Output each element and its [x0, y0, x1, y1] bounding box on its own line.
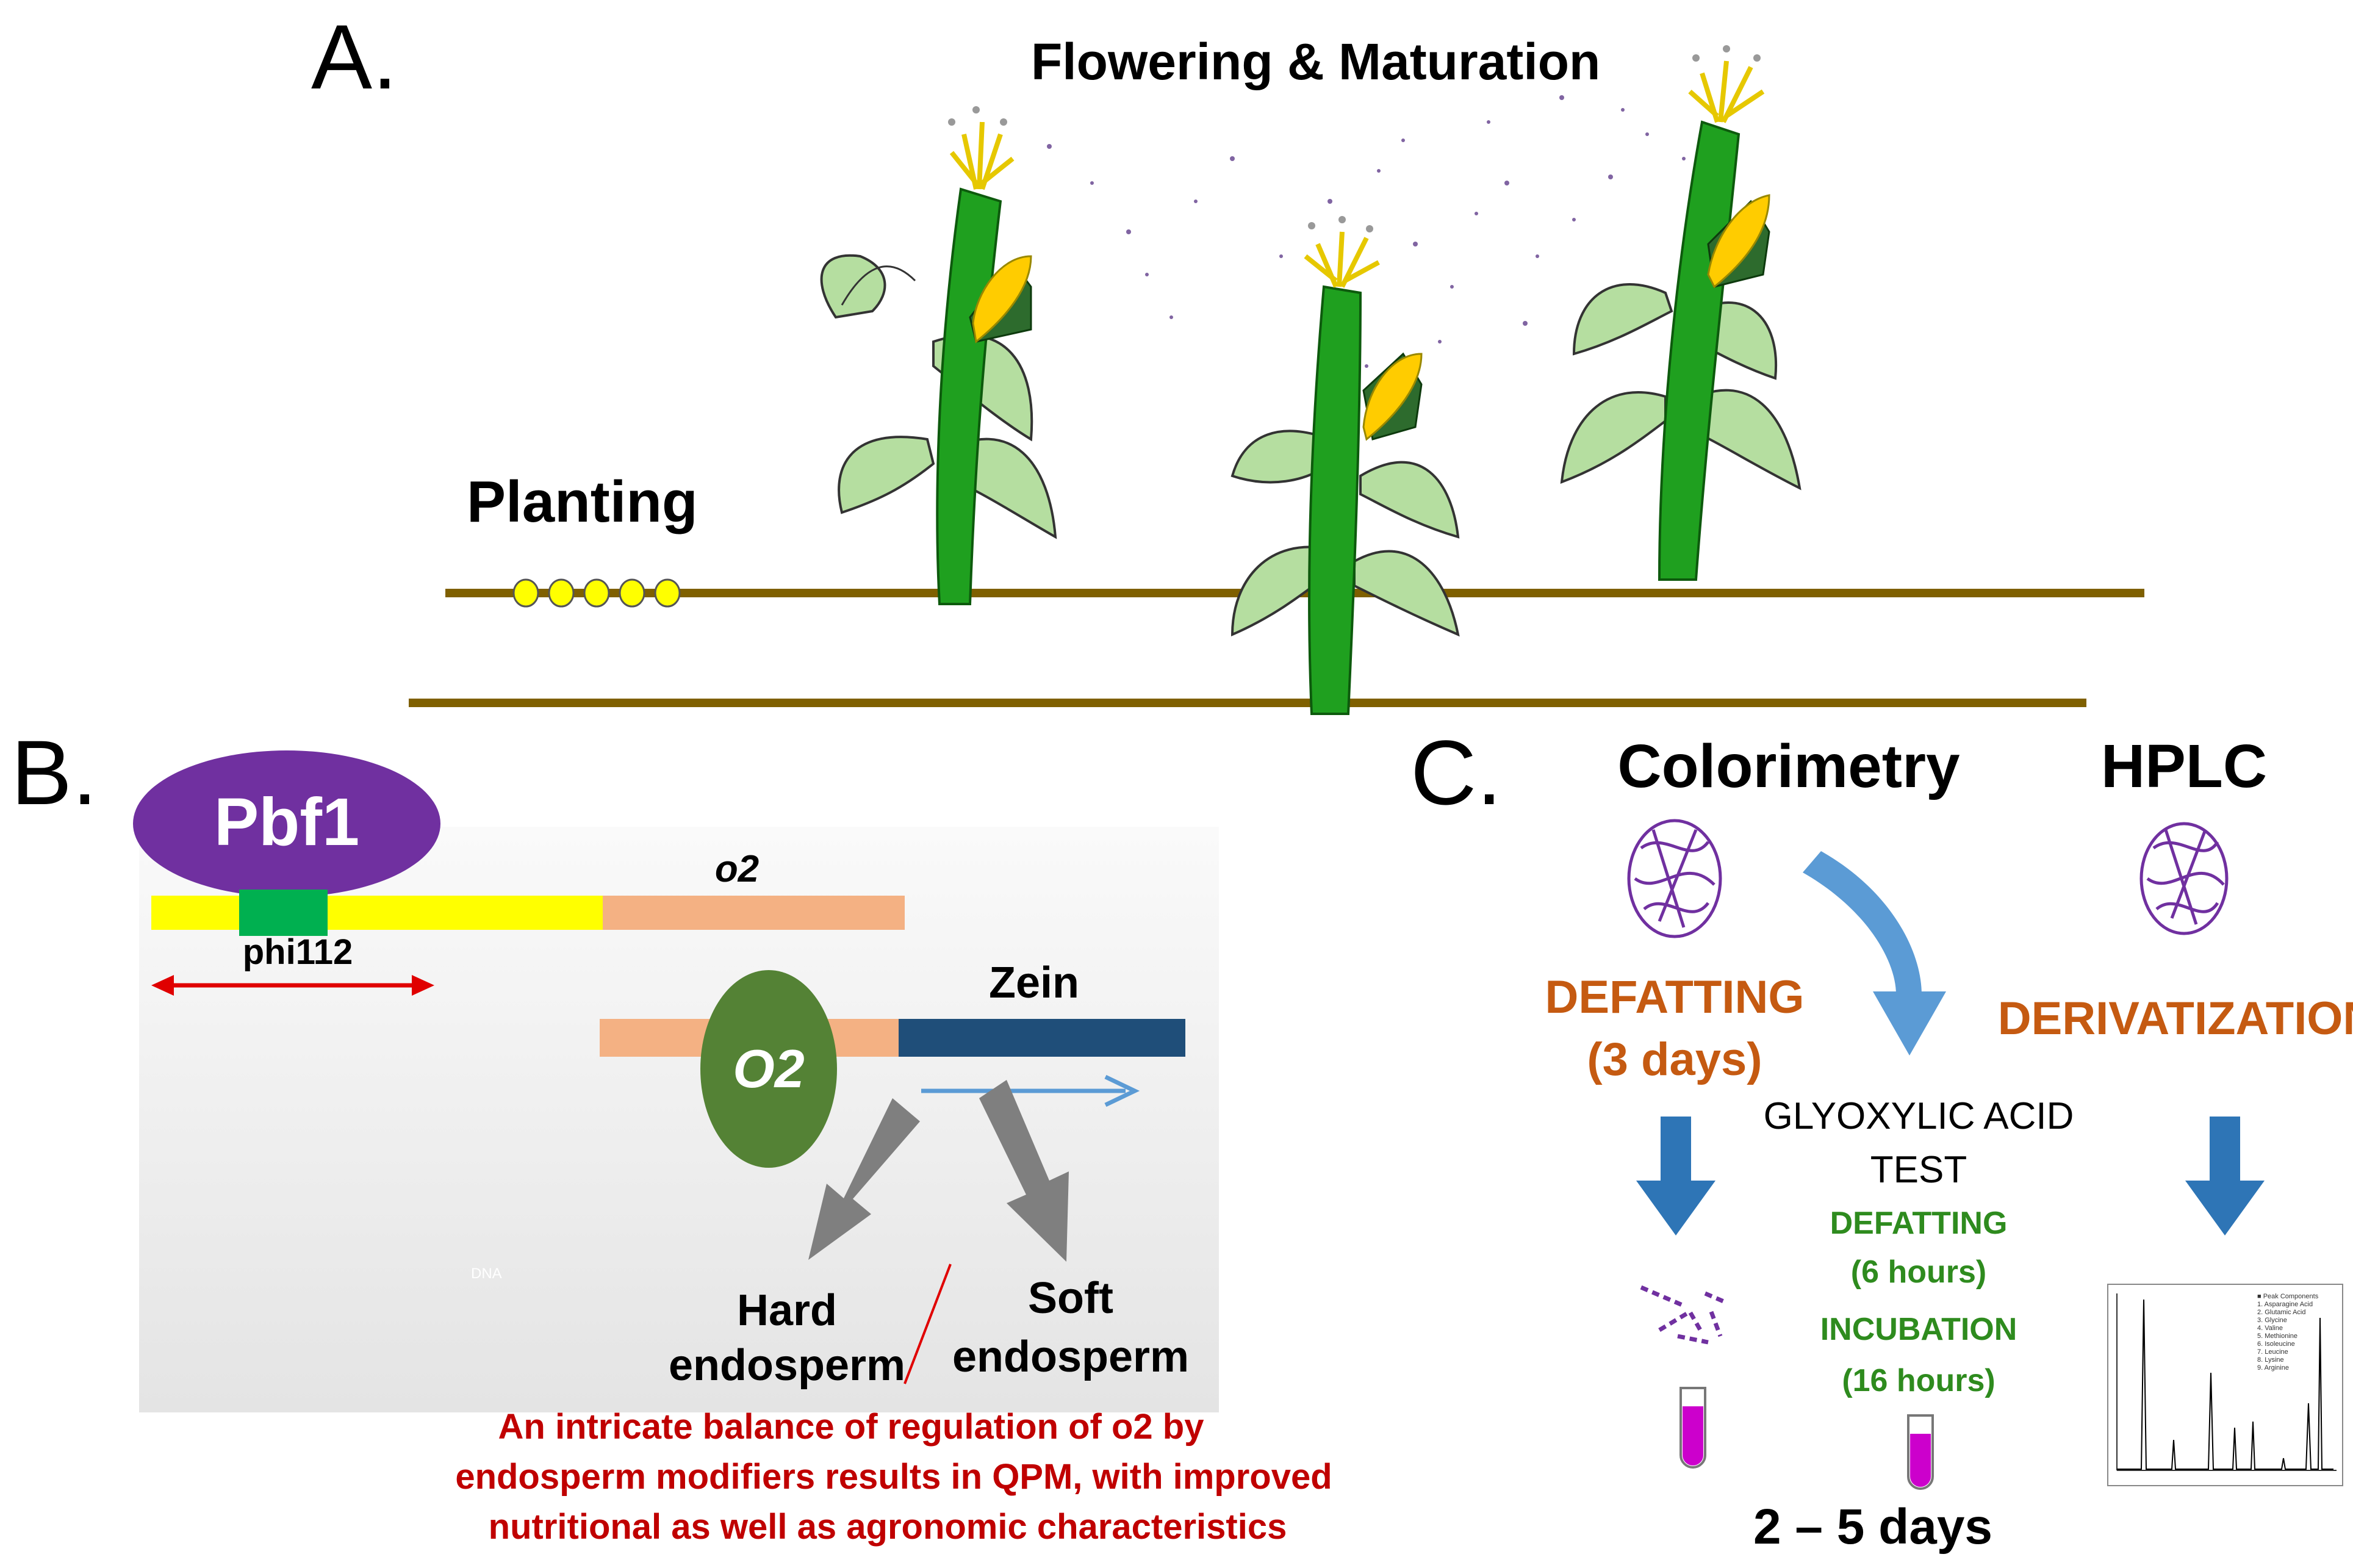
chromatogram-legend-item: 1. Asparagine Acid [2257, 1301, 2313, 1308]
pbf1-protein [133, 750, 440, 897]
planting-label: Planting [467, 469, 698, 534]
phi112-span-arrow [151, 975, 434, 996]
down-arrow-hplc [2185, 1117, 2265, 1235]
chromatogram-legend-item: 6. Isoleucine [2257, 1340, 2295, 1348]
seed [619, 578, 645, 608]
dna-watermark: DNA [471, 1265, 502, 1282]
chromatogram-legend-item: 7. Leucine [2257, 1348, 2288, 1356]
curved-arrow [1803, 851, 1946, 1056]
caption-line2: endosperm modifiers results in QPM, with… [455, 1457, 1332, 1497]
chromatogram-legend-item: ■ Peak Components [2257, 1293, 2319, 1300]
panel-b: B. Pbf1 o2 phi112 Zein O2 DNA [11, 721, 1332, 1547]
protein-structure-icon [2139, 822, 2229, 935]
defatting2-label: DEFATTING [1830, 1206, 2008, 1241]
maize-plant-right [1560, 45, 1802, 581]
caption-line1: An intricate balance of regulation of o2… [498, 1407, 1204, 1447]
seed [548, 578, 575, 608]
glyoxylic-line2: TEST [1870, 1149, 1967, 1191]
hplc-title: HPLC [2101, 732, 2267, 800]
caption-line3: nutritional as well as agronomic charact… [489, 1507, 1287, 1547]
seed [654, 578, 681, 608]
chromatogram-legend-item: 2. Glutamic Acid [2257, 1309, 2305, 1316]
seed-row [512, 578, 681, 608]
o2-gene-label: o2 [715, 848, 759, 890]
hard-endosperm-arrow [808, 1098, 920, 1260]
panel-a: A. Flowering & Maturation Planting [311, 5, 2144, 715]
transcription-arrow [921, 1074, 1140, 1107]
panel-c: C. Colorimetry HPLC DEFATTING (3 days) D… [1410, 721, 2353, 1555]
panel-c-letter: C. [1410, 721, 1502, 824]
promoter-region [151, 896, 603, 930]
flowering-maturation-label: Flowering & Maturation [1031, 33, 1600, 90]
seed [583, 578, 610, 608]
chromatogram-legend-item: 8. Lysine [2257, 1356, 2284, 1364]
soft-endosperm-line2: endosperm [952, 1332, 1189, 1381]
chromatogram-legend-item: 9. Arginine [2257, 1364, 2289, 1372]
phi112-marker [239, 890, 328, 936]
hard-endosperm-line2: endosperm [669, 1341, 905, 1390]
o2-protein [700, 970, 837, 1168]
soft-endosperm-line1: Soft [1028, 1274, 1113, 1323]
o2-gene [603, 896, 905, 930]
defatting2-duration: (6 hours) [1851, 1254, 1986, 1290]
panel-a-letter: A. [311, 5, 398, 108]
seed [512, 578, 539, 608]
maize-plant-left [820, 106, 1057, 605]
denatured-protein-icon [1640, 1285, 1728, 1345]
maize-plant-center [1230, 216, 1460, 715]
zein-gene [899, 1019, 1185, 1057]
total-time-label: 2 – 5 days [1753, 1499, 1992, 1555]
protein-structure-icon [1627, 819, 1722, 938]
test-tube-icon [1907, 1414, 1934, 1490]
phi112-label: phi112 [243, 932, 353, 972]
down-arrow-colorimetry [1636, 1117, 1715, 1235]
o2-protein-label: O2 [733, 1038, 804, 1099]
defatting-label: DEFATTING [1545, 971, 1804, 1023]
defatting-duration: (3 days) [1587, 1034, 1762, 1085]
derivatization-label: DERIVATIZATION [1998, 993, 2353, 1045]
incubation-label: INCUBATION [1820, 1312, 2017, 1347]
zein-label: Zein [989, 958, 1079, 1007]
hard-endosperm-line1: Hard [737, 1286, 837, 1335]
test-tube-icon [1679, 1387, 1706, 1469]
glyoxylic-line1: GLYOXYLIC ACID [1764, 1095, 2074, 1137]
chromatogram-legend-item: 3. Glycine [2257, 1317, 2287, 1324]
soft-endosperm-arrow [979, 1080, 1069, 1262]
divider-slash [903, 1264, 952, 1384]
panel-b-letter: B. [11, 721, 98, 824]
chromatogram-legend-item: 5. Methionine [2257, 1332, 2297, 1340]
chromatogram-legend-item: 4. Valine [2257, 1325, 2283, 1332]
colorimetry-title: Colorimetry [1617, 732, 1960, 800]
pbf1-label: Pbf1 [214, 785, 359, 860]
incubation-duration: (16 hours) [1842, 1363, 1995, 1398]
